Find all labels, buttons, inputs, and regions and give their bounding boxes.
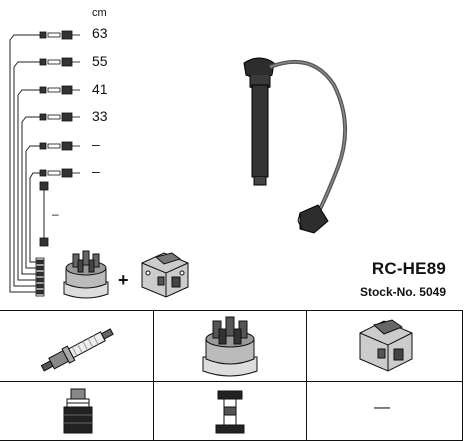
harness-end-block: [35, 257, 45, 297]
ignition-coil-icon: [141, 252, 189, 298]
plug-boot-icon: [63, 388, 93, 434]
spark-plug-icon: [40, 328, 114, 372]
extra-lead-length: –: [52, 207, 59, 221]
wire-length-4: 33: [92, 108, 108, 124]
wire-length-6: –: [92, 163, 100, 179]
wire-harness-diagram: [9, 30, 80, 297]
ignition-coil-icon: [359, 319, 413, 372]
cap-terminal-icon: [215, 390, 245, 434]
distributor-cap-icon: [202, 316, 258, 377]
stock-number: Stock-No. 5049: [359, 285, 446, 299]
extra-lead-terminal: [39, 237, 49, 247]
wire-length-2: 55: [92, 53, 108, 69]
wire-boot-63: [61, 30, 73, 40]
wire-length-1: 63: [92, 25, 108, 41]
coil-boot-none: —: [374, 399, 390, 416]
wire-length-3: 41: [92, 81, 108, 97]
extra-lead-end: [39, 181, 49, 191]
wire-end-63: [39, 31, 47, 39]
ignition-lead-illustration: [243, 57, 348, 234]
model-number: RC-HE89: [371, 259, 446, 278]
wire-length-5: –: [92, 136, 100, 152]
plus-sign: +: [118, 270, 129, 290]
unit-label: cm: [92, 7, 107, 19]
distributor-cap-icon: [63, 250, 109, 299]
parts-grid: —: [0, 310, 463, 441]
